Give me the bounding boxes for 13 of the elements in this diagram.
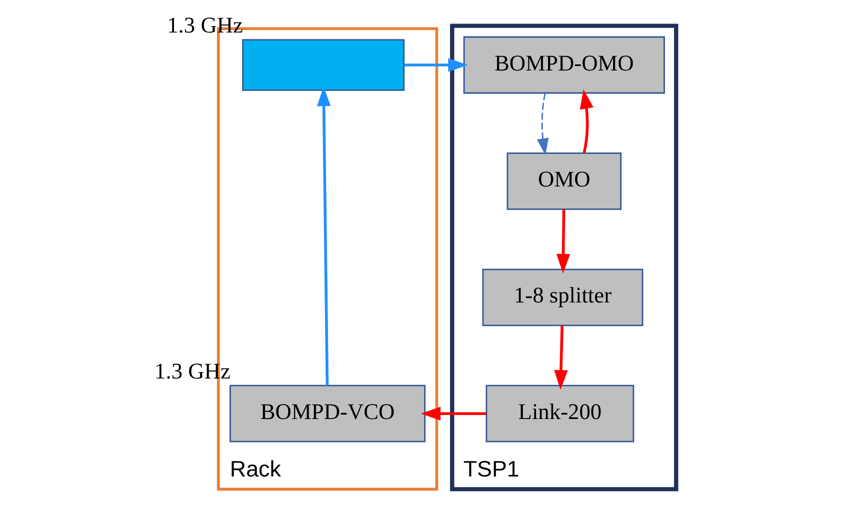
arrow [420,406,486,420]
node-box: BOMPD-VCO [229,384,426,442]
arrow [536,92,548,155]
arrow [556,208,570,274]
node-box: Link-200 [485,384,634,442]
arrow [579,88,593,153]
node-box: OMO [506,152,622,210]
node-box [242,38,404,90]
arrow [316,86,330,386]
node-box: BOMPD-OMO [462,36,664,94]
node-box: 1-8 splitter [482,268,643,326]
arrow [554,325,568,390]
arrow [404,58,468,72]
